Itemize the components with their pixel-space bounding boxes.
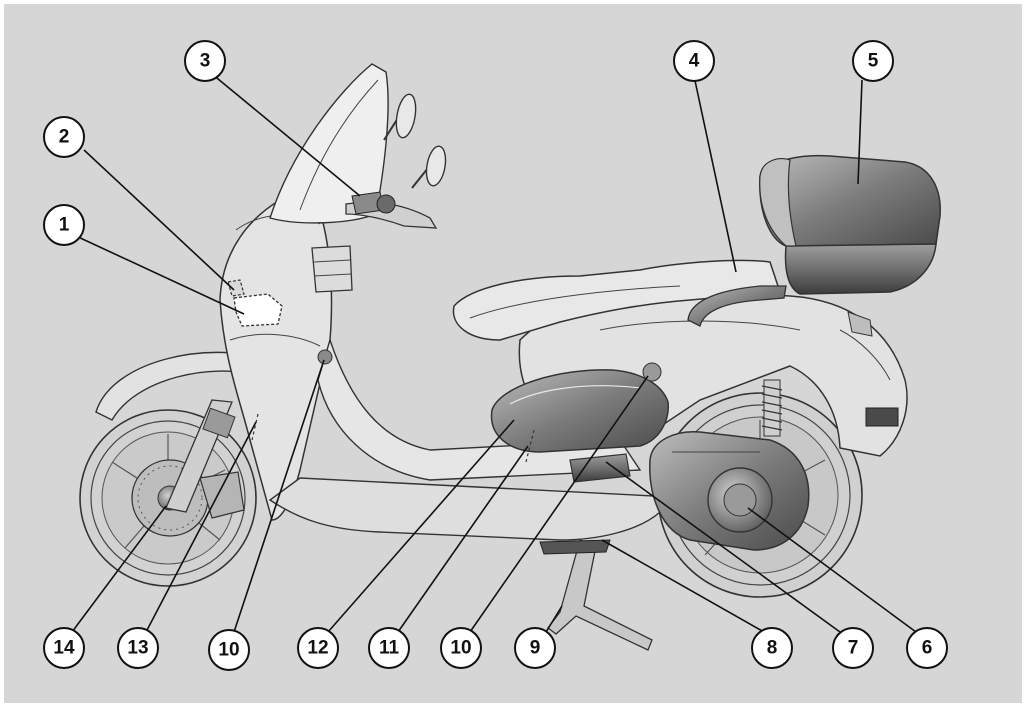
right-mirror <box>425 145 447 187</box>
callout-5: 5 <box>852 40 894 82</box>
callout-2-label: 2 <box>59 127 70 148</box>
filler-cap-front <box>317 349 333 365</box>
rear-reflector <box>865 407 899 427</box>
floorboard <box>268 477 661 541</box>
callout-1-label: 1 <box>59 215 70 236</box>
leader-lines <box>71 73 917 633</box>
callout-12: 12 <box>297 627 339 669</box>
hidden-fuse-box-outline <box>227 279 245 297</box>
rear-indicator <box>847 311 873 337</box>
callout-13: 13 <box>117 627 159 669</box>
callout-9-label: 9 <box>530 638 541 659</box>
seat <box>452 259 782 341</box>
callout-10-left-label: 10 <box>218 640 239 661</box>
callout-13-label: 13 <box>127 638 148 659</box>
callout-8-label: 8 <box>767 638 778 659</box>
callout-5-label: 5 <box>868 51 879 72</box>
callout-6: 6 <box>906 627 948 669</box>
callout-11-label: 11 <box>379 638 400 659</box>
callout-9: 9 <box>514 627 556 669</box>
callout-12-label: 12 <box>307 638 328 659</box>
rear-shock <box>761 379 783 437</box>
hidden-component-outline <box>233 293 283 327</box>
callout-14-label: 14 <box>53 638 75 659</box>
top-case <box>759 154 941 295</box>
passenger-footrest <box>569 453 631 483</box>
callout-7: 7 <box>832 627 874 669</box>
callout-10-left: 10 <box>208 629 250 671</box>
callout-10-right-label: 10 <box>450 638 471 659</box>
callout-4: 4 <box>673 40 715 82</box>
windscreen <box>269 63 389 224</box>
callout-11: 11 <box>368 627 410 669</box>
callout-3-label: 3 <box>200 51 211 72</box>
callout-14: 14 <box>43 627 85 669</box>
left-mirror <box>395 93 417 139</box>
callout-7-label: 7 <box>848 638 859 659</box>
callout-8: 8 <box>751 627 793 669</box>
grab-rail <box>687 285 787 327</box>
side-panel <box>490 369 669 453</box>
headlight <box>311 245 353 293</box>
callout-2: 2 <box>43 116 85 158</box>
callout-1: 1 <box>43 204 85 246</box>
callout-3: 3 <box>184 40 226 82</box>
callout-6-label: 6 <box>922 638 933 659</box>
callout-10-right: 10 <box>440 627 482 669</box>
callout-4-label: 4 <box>689 51 700 72</box>
